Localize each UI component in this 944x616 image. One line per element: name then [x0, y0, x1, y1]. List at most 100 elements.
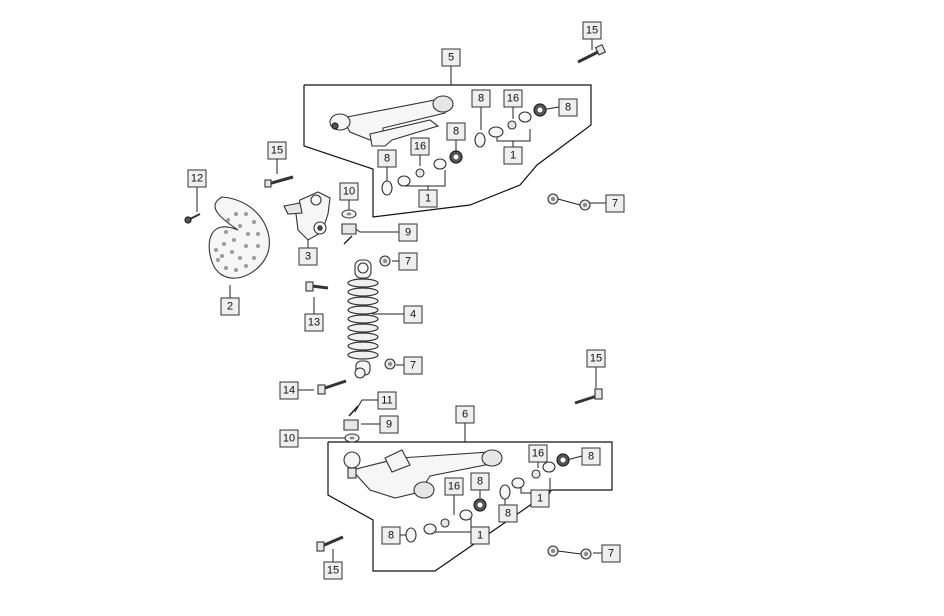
callout-16-lower-a: 16 — [528, 444, 548, 463]
callout-16-lower-b: 16 — [444, 477, 464, 496]
svg-text:8: 8 — [588, 451, 594, 463]
nut-7-shock-bottom — [384, 358, 396, 370]
svg-text:16: 16 — [532, 448, 544, 460]
svg-text:8: 8 — [477, 476, 483, 488]
svg-text:4: 4 — [410, 309, 416, 321]
callout-1-upper-b: 1 — [418, 189, 438, 208]
callout-4: 4 — [403, 305, 423, 324]
shock-absorber — [347, 259, 379, 379]
svg-text:1: 1 — [510, 150, 516, 162]
bolt-15-middle-right — [574, 388, 603, 405]
callout-2: 2 — [220, 297, 240, 316]
callout-7-right-upper: 7 — [605, 194, 625, 213]
callout-8-upper-d: 8 — [377, 149, 397, 168]
callout-15-knuckle: 15 — [267, 141, 287, 160]
svg-text:15: 15 — [327, 565, 339, 577]
svg-text:1: 1 — [477, 530, 483, 542]
lower-bushing-set — [405, 453, 570, 543]
svg-text:16: 16 — [414, 141, 426, 153]
bolt-15-bottom-left — [316, 535, 344, 552]
svg-text:8: 8 — [565, 102, 571, 114]
callout-10-upper: 10 — [339, 182, 359, 201]
nut-7-shock-top — [379, 255, 391, 267]
callout-15-middle: 15 — [586, 349, 606, 368]
svg-text:15: 15 — [271, 145, 283, 157]
upper-control-arm — [329, 95, 454, 147]
svg-text:7: 7 — [612, 198, 618, 210]
svg-text:1: 1 — [537, 493, 543, 505]
svg-text:7: 7 — [608, 548, 614, 560]
callout-7-shock-top: 7 — [398, 252, 418, 271]
callout-11: 11 — [377, 391, 397, 410]
lower-arm-group-outline — [327, 441, 613, 572]
svg-text:1: 1 — [425, 193, 431, 205]
callout-7-shock-bottom: 7 — [403, 356, 423, 375]
callout-16-upper-a: 16 — [503, 89, 523, 108]
callout-16-upper-b: 16 — [410, 137, 430, 156]
callout-9-lower: 9 — [379, 415, 399, 434]
screw-12 — [184, 213, 201, 224]
bolt-15-top-right — [577, 43, 607, 64]
svg-text:14: 14 — [283, 385, 295, 397]
callout-8-lower-a: 8 — [581, 447, 601, 466]
brake-disc — [208, 196, 270, 279]
svg-text:8: 8 — [388, 530, 394, 542]
svg-text:8: 8 — [505, 508, 511, 520]
svg-text:15: 15 — [586, 25, 598, 37]
svg-text:16: 16 — [507, 93, 519, 105]
callout-5: 5 — [441, 48, 461, 67]
callout-10-lower: 10 — [279, 429, 299, 448]
svg-text:3: 3 — [305, 251, 311, 263]
nut-9-upper — [341, 223, 357, 245]
svg-text:10: 10 — [343, 186, 355, 198]
callout-3: 3 — [298, 247, 318, 266]
callout-8-upper-c: 8 — [446, 122, 466, 141]
upper-arm-group-outline — [303, 84, 592, 218]
leader-lines — [196, 39, 606, 562]
upper-bushing-set — [381, 103, 547, 196]
lower-control-arm — [343, 449, 503, 499]
callout-15-bottom: 15 — [323, 561, 343, 580]
svg-text:9: 9 — [405, 227, 411, 239]
callout-1-lower-a: 1 — [530, 489, 550, 508]
svg-text:10: 10 — [283, 433, 295, 445]
cotter-pin-11 — [348, 405, 359, 417]
callout-1-lower-b: 1 — [470, 526, 490, 545]
callout-8-lower-c: 8 — [498, 504, 518, 523]
svg-text:13: 13 — [308, 317, 320, 329]
svg-text:8: 8 — [478, 93, 484, 105]
callout-6: 6 — [455, 405, 475, 424]
washer-10-lower — [344, 433, 360, 443]
callout-9-upper: 9 — [398, 223, 418, 242]
callout-8-lower-d: 8 — [381, 526, 401, 545]
washer-10-upper — [341, 209, 357, 219]
svg-text:16: 16 — [448, 481, 460, 493]
callout-15-top: 15 — [582, 21, 602, 40]
svg-text:6: 6 — [462, 409, 468, 421]
callout-13: 13 — [304, 313, 324, 332]
callout-12: 12 — [187, 169, 207, 188]
steering-knuckle — [283, 191, 331, 241]
bolt-13 — [305, 281, 329, 292]
svg-text:8: 8 — [453, 126, 459, 138]
svg-text:15: 15 — [590, 353, 602, 365]
svg-text:12: 12 — [191, 173, 203, 185]
svg-text:11: 11 — [381, 395, 392, 407]
svg-text:8: 8 — [384, 153, 390, 165]
svg-text:9: 9 — [386, 419, 392, 431]
bolt-15-knuckle — [264, 175, 294, 188]
callout-1-upper-a: 1 — [503, 146, 523, 165]
nut-9-lower — [343, 419, 359, 431]
callout-8-lower-b: 8 — [470, 472, 490, 491]
svg-text:2: 2 — [227, 301, 233, 313]
callout-8-upper-b: 8 — [558, 98, 578, 117]
svg-text:7: 7 — [405, 256, 411, 268]
callout-14: 14 — [279, 381, 299, 400]
svg-text:5: 5 — [448, 52, 454, 64]
callout-8-upper-a: 8 — [471, 89, 491, 108]
svg-text:7: 7 — [410, 360, 416, 372]
callout-7-bottom-right: 7 — [601, 544, 621, 563]
nut-7-right-upper — [547, 193, 591, 211]
bolt-14 — [317, 379, 347, 395]
